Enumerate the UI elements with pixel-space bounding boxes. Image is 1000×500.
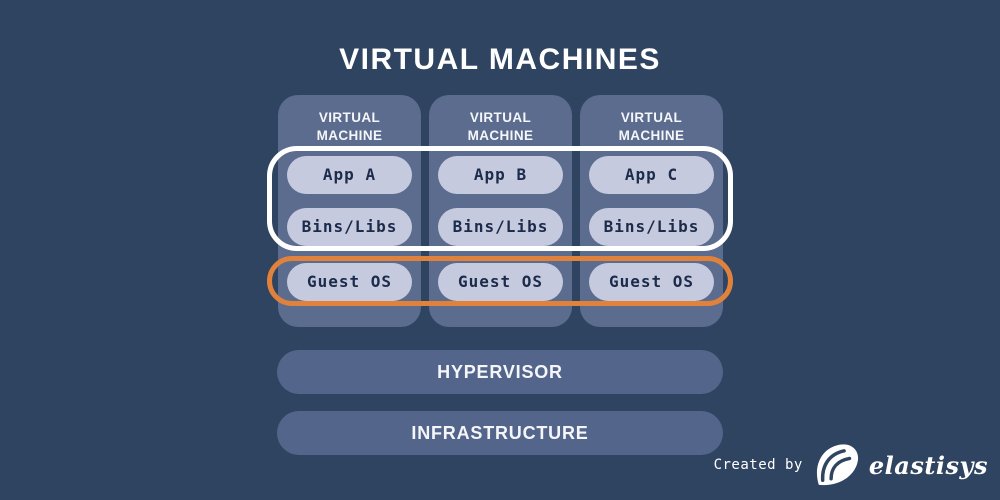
vm-card-3: VIRTUAL MACHINE App C Bins/Libs Guest OS xyxy=(580,95,723,327)
credit: Created by elastisys xyxy=(714,442,988,488)
bins-libs-pill: Bins/Libs xyxy=(287,208,412,246)
vm-cards-row: VIRTUAL MACHINE App A Bins/Libs Guest OS… xyxy=(278,95,723,327)
credit-brand: elastisys xyxy=(868,450,988,480)
vm-card-2-header: VIRTUAL MACHINE xyxy=(467,110,534,143)
infrastructure-bar: INFRASTRUCTURE xyxy=(277,411,723,455)
bins-libs-pill: Bins/Libs xyxy=(438,208,563,246)
elastisys-shell-icon xyxy=(816,444,858,486)
page-title: VIRTUAL MACHINES xyxy=(339,43,661,76)
app-pill: App C xyxy=(589,156,714,194)
guest-os-pill: Guest OS xyxy=(438,263,563,301)
bins-libs-pill: Bins/Libs xyxy=(589,208,714,246)
app-pill: App A xyxy=(287,156,412,194)
vm-card-1: VIRTUAL MACHINE App A Bins/Libs Guest OS xyxy=(278,95,421,327)
guest-os-pill: Guest OS xyxy=(287,263,412,301)
guest-os-pill: Guest OS xyxy=(589,263,714,301)
hypervisor-bar: HYPERVISOR xyxy=(277,350,723,394)
credit-text: Created by xyxy=(713,457,803,473)
vm-card-1-header: VIRTUAL MACHINE xyxy=(316,110,383,143)
vm-card-2: VIRTUAL MACHINE App B Bins/Libs Guest OS xyxy=(429,95,572,327)
app-pill: App B xyxy=(438,156,563,194)
vm-card-3-header: VIRTUAL MACHINE xyxy=(618,110,685,143)
